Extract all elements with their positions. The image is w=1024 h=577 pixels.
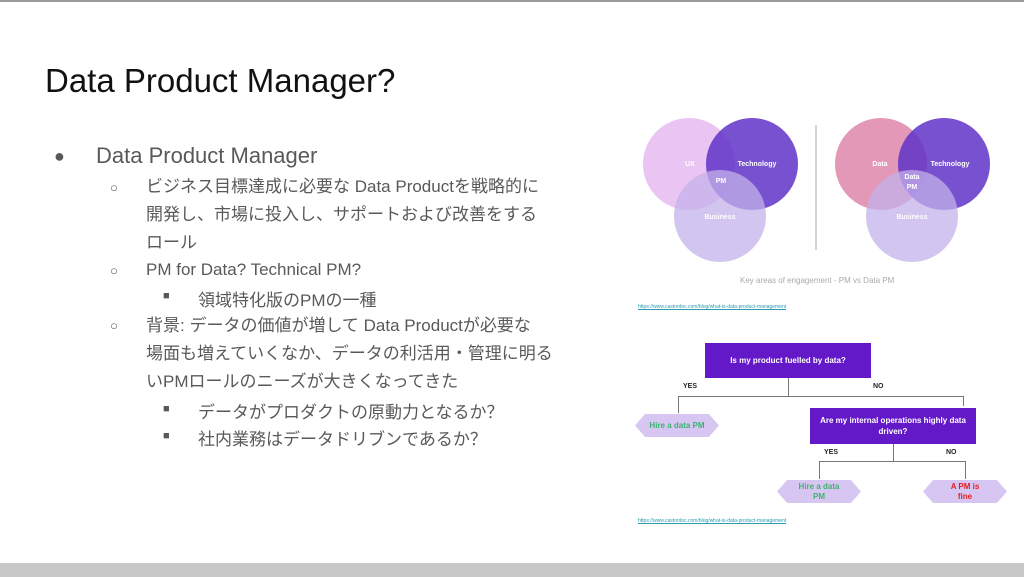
venn-label: Data: [872, 161, 887, 168]
bullet-circle: ○: [110, 263, 118, 278]
bullet-square: ■: [163, 403, 170, 415]
venn-diagrams: UX Technology Business PM Data Technolog…: [643, 118, 990, 262]
venn-label: PM: [716, 178, 727, 185]
bullet-dot: ●: [54, 146, 65, 166]
no-label: NO: [873, 383, 884, 390]
bullet-l1: Data Product Manager: [96, 143, 318, 168]
venn-circle-business: [866, 170, 958, 262]
hire-data-pm-1: Hire a data PM: [635, 414, 719, 437]
venn-label: Data: [904, 174, 919, 181]
source-link[interactable]: https://www.castordoc.com/blog/what-is-d…: [638, 518, 787, 524]
bullet-text: 開発し、市場に投入し、サポートおよび改善をする: [146, 205, 537, 224]
top-border: [0, 0, 1024, 2]
venn-label: Technology: [738, 161, 777, 168]
venn-label: UX: [685, 161, 695, 168]
bullet-square: ■: [163, 290, 170, 302]
yes-label: YES: [683, 383, 698, 390]
bottom-bar: [0, 563, 1024, 577]
question-box-1: Is my product fuelled by data?: [705, 343, 871, 378]
hire-data-pm-2: Hire a data PM: [777, 480, 861, 503]
bullet-text: 場面も増えていくなか、データの利活用・管理に明る: [146, 344, 553, 363]
bullet-text: 領域特化版のPMの一種: [198, 291, 377, 310]
no-label: NO: [946, 449, 957, 456]
pm-is-fine: A PM is fine: [923, 480, 1007, 503]
yes-label: YES: [824, 449, 839, 456]
bullet-text: データがプロダクトの原動力となるか？: [198, 403, 504, 422]
bullet-text: 背景: データの価値が増して Data Productが必要な: [146, 316, 531, 335]
venn-circle-business: [674, 170, 766, 262]
bullet-text: いPMロールのニーズが大きくなってきた: [146, 372, 459, 391]
bullet-circle: ○: [110, 180, 118, 195]
bullet-square: ■: [163, 430, 170, 442]
source-link[interactable]: https://www.castordoc.com/blog/what-is-d…: [638, 304, 787, 310]
venn-label: Business: [896, 214, 927, 221]
venn-label: PM: [907, 184, 918, 191]
bullet-circle: ○: [110, 318, 118, 333]
question-box-2: Are my internal operations highly data d…: [810, 408, 976, 444]
slide-title: Data Product Manager?: [45, 62, 396, 99]
bullet-text: ロール: [146, 233, 197, 252]
venn-caption: Key areas of engagement - PM vs Data PM: [740, 276, 895, 285]
venn-label: Technology: [931, 161, 970, 168]
bullet-text: PM for Data? Technical PM?: [146, 260, 362, 279]
bullet-text: 社内業務はデータドリブンであるか？: [198, 430, 487, 449]
venn-label: Business: [704, 214, 735, 221]
bullet-text: ビジネス目標達成に必要な Data Productを戦略的に: [146, 177, 539, 196]
